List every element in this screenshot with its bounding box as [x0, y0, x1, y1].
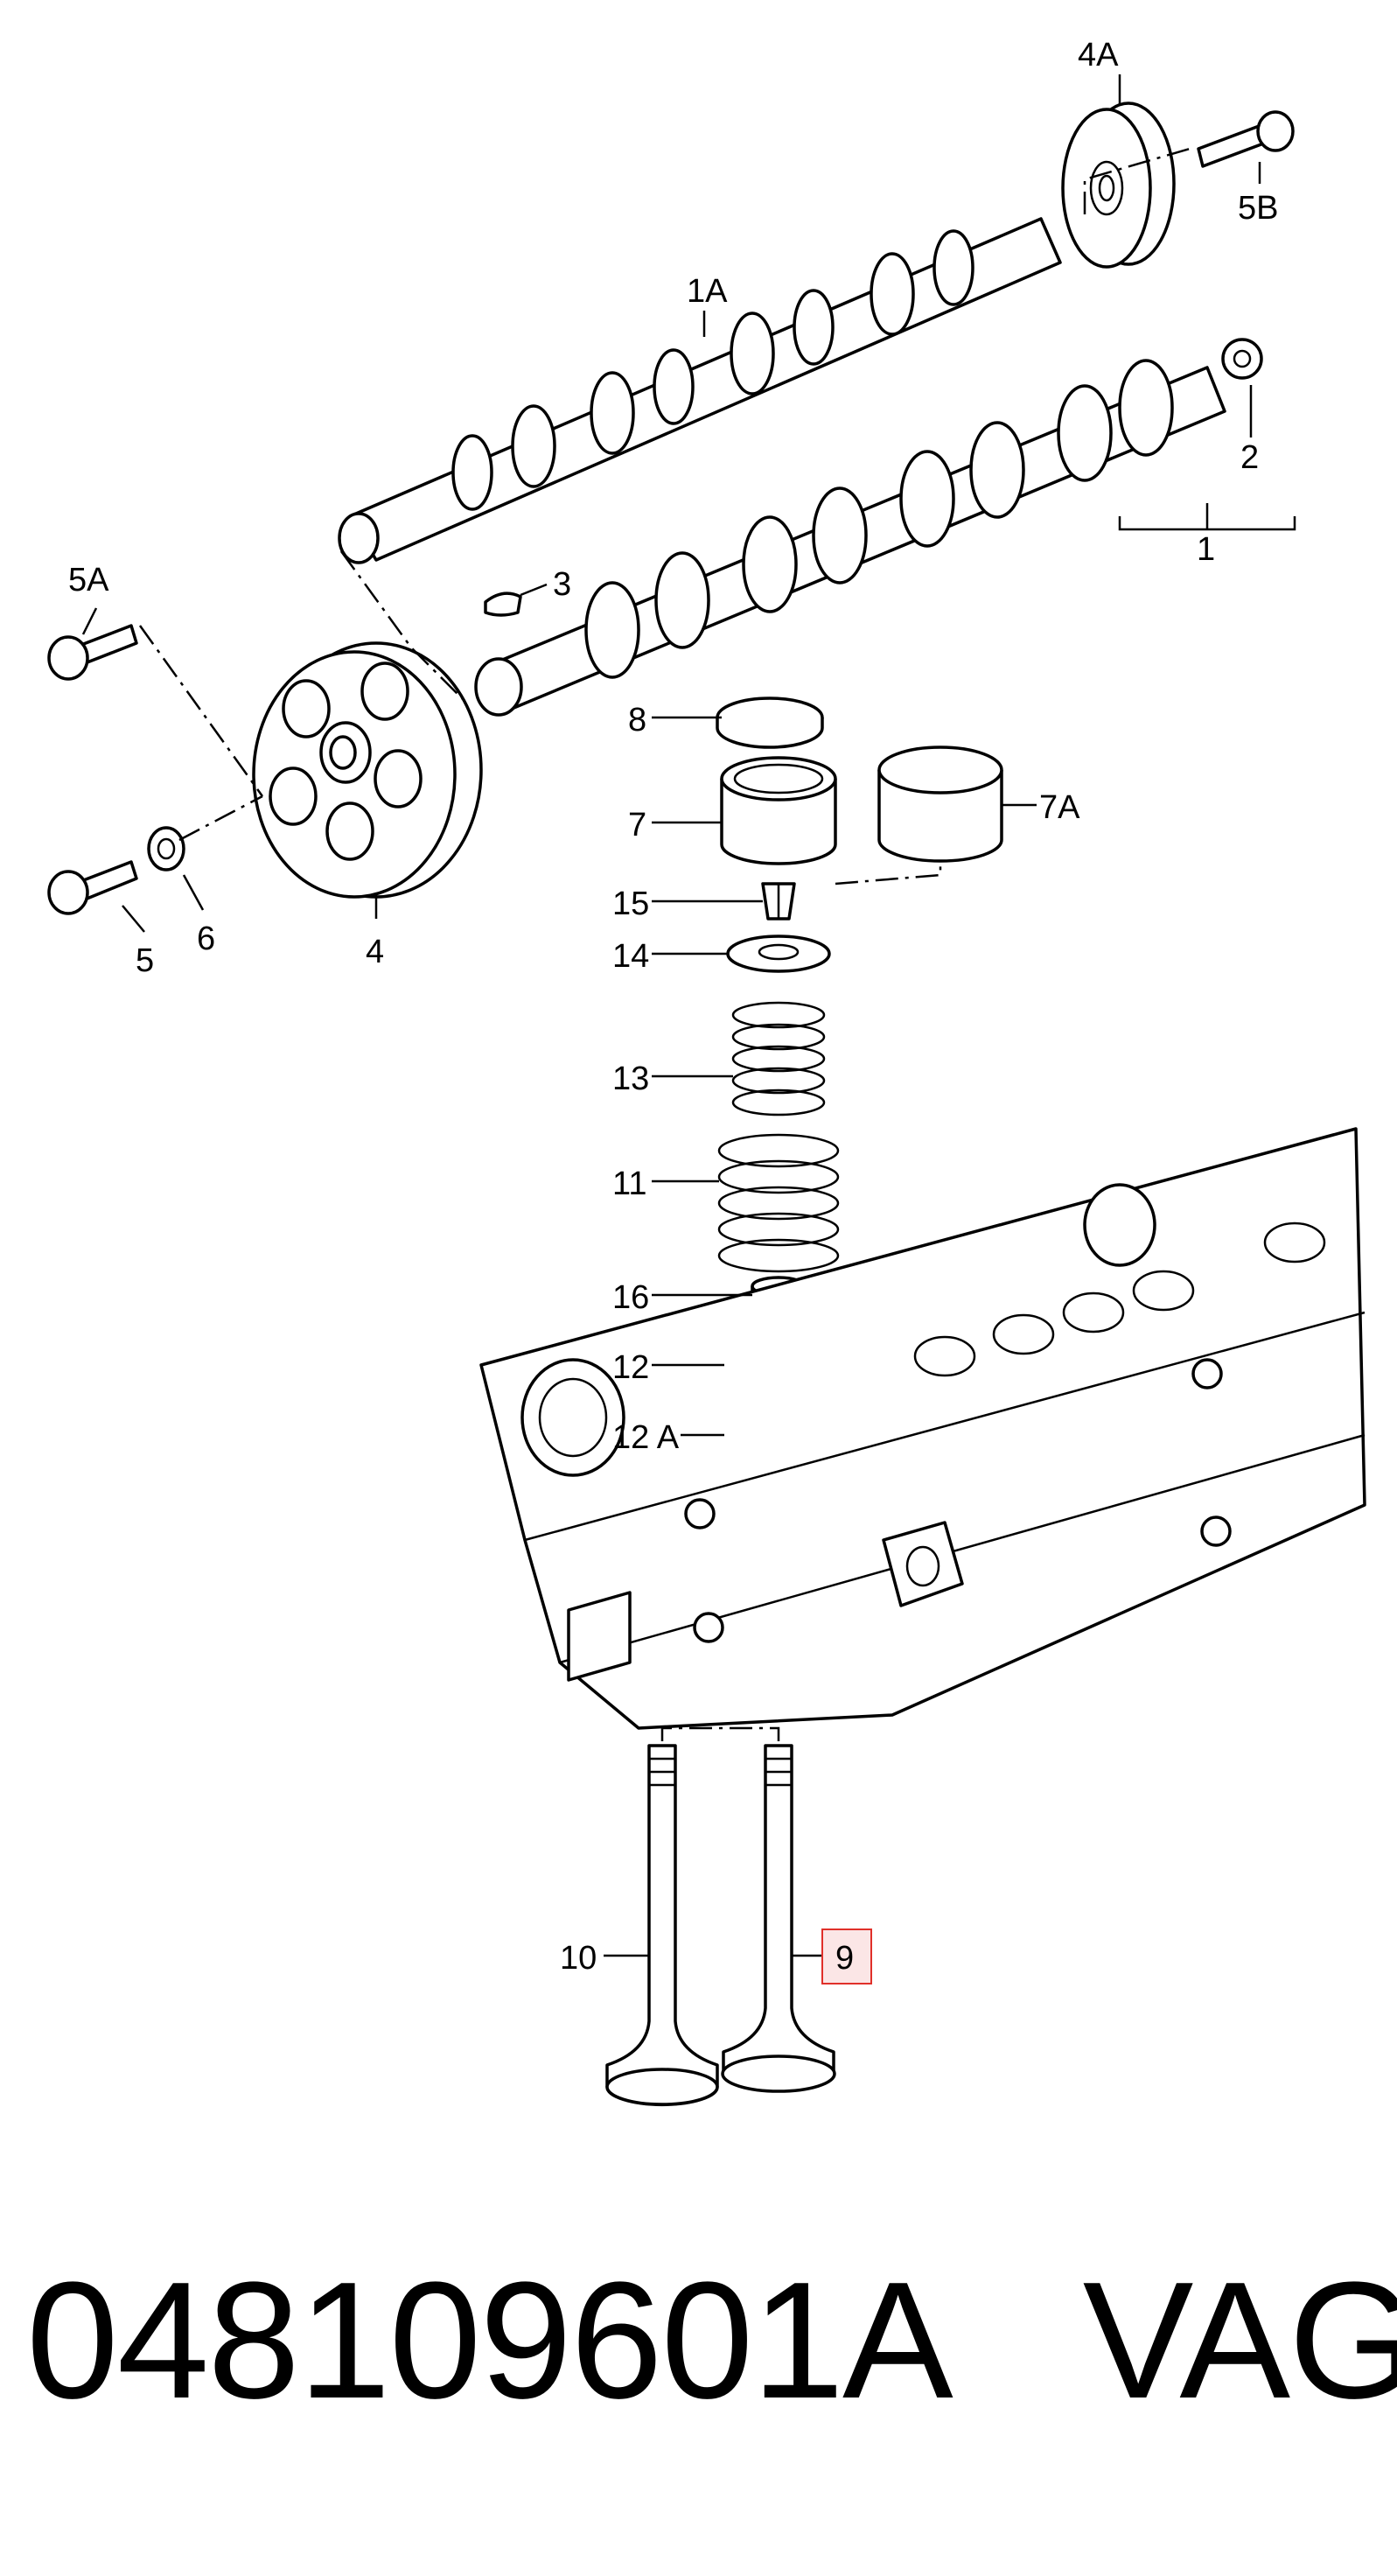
collets-15[interactable] — [761, 882, 796, 920]
callout-10[interactable]: 10 — [560, 1940, 597, 1977]
camshaft-lower[interactable] — [474, 359, 1226, 717]
callout-5[interactable]: 5 — [136, 942, 154, 979]
part-caption: 048109601A VAG — [26, 2248, 1397, 2433]
leader-lines — [81, 74, 1296, 1957]
callout-7[interactable]: 7 — [628, 807, 646, 844]
callout-6[interactable]: 6 — [197, 920, 215, 957]
spring-11[interactable] — [717, 1133, 840, 1273]
callout-13[interactable]: 13 — [612, 1060, 649, 1097]
callout-11[interactable]: 11 — [612, 1166, 646, 1202]
callout-16[interactable]: 16 — [612, 1279, 649, 1316]
spring-13[interactable] — [731, 1001, 826, 1116]
shim-8[interactable] — [716, 696, 824, 749]
callout-1a[interactable]: 1A — [687, 273, 728, 310]
callout-labels: 1A 4A 5B 2 1 3 5A 5 6 4 8 7 7A 15 14 13 … — [68, 37, 1278, 1977]
bolt-5[interactable] — [47, 860, 138, 915]
alignment-lines — [138, 147, 1191, 1741]
callout-4a[interactable]: 4A — [1078, 37, 1119, 74]
sprocket-4[interactable] — [252, 641, 483, 899]
part-number: 048109601A — [26, 2248, 953, 2433]
bolt-5a[interactable] — [47, 624, 138, 681]
gear-2[interactable] — [1221, 338, 1263, 380]
callout-12[interactable]: 12 — [612, 1349, 649, 1386]
callout-1[interactable]: 1 — [1197, 531, 1215, 568]
tappet-7a[interactable] — [877, 746, 1003, 863]
bolt-5b[interactable] — [1197, 110, 1295, 168]
retainer-14[interactable] — [726, 934, 831, 973]
callout-12a[interactable]: 12 A — [612, 1419, 680, 1456]
callout-5b[interactable]: 5B — [1238, 190, 1278, 227]
callout-15[interactable]: 15 — [612, 886, 649, 922]
callout-9-highlight — [821, 1928, 872, 1984]
callout-14[interactable]: 14 — [612, 938, 649, 975]
camshaft-upper[interactable] — [338, 217, 1062, 564]
sprocket-upper[interactable] — [1061, 102, 1176, 269]
callout-4[interactable]: 4 — [366, 934, 384, 970]
callout-5a[interactable]: 5A — [68, 562, 109, 598]
callout-7a[interactable]: 7A — [1039, 789, 1080, 826]
valve-9[interactable] — [721, 1744, 836, 2093]
callout-2[interactable]: 2 — [1240, 439, 1259, 476]
key-3[interactable] — [484, 592, 522, 617]
callout-8[interactable]: 8 — [628, 702, 646, 738]
cylinder-head[interactable] — [479, 1127, 1366, 1730]
callout-9[interactable]: 9 — [835, 1940, 854, 1977]
callout-3[interactable]: 3 — [553, 566, 571, 603]
washer-6[interactable] — [147, 826, 185, 872]
tappet-7[interactable] — [720, 756, 837, 865]
valve-10[interactable] — [605, 1744, 719, 2107]
brand-name: VAG — [1082, 2248, 1397, 2433]
